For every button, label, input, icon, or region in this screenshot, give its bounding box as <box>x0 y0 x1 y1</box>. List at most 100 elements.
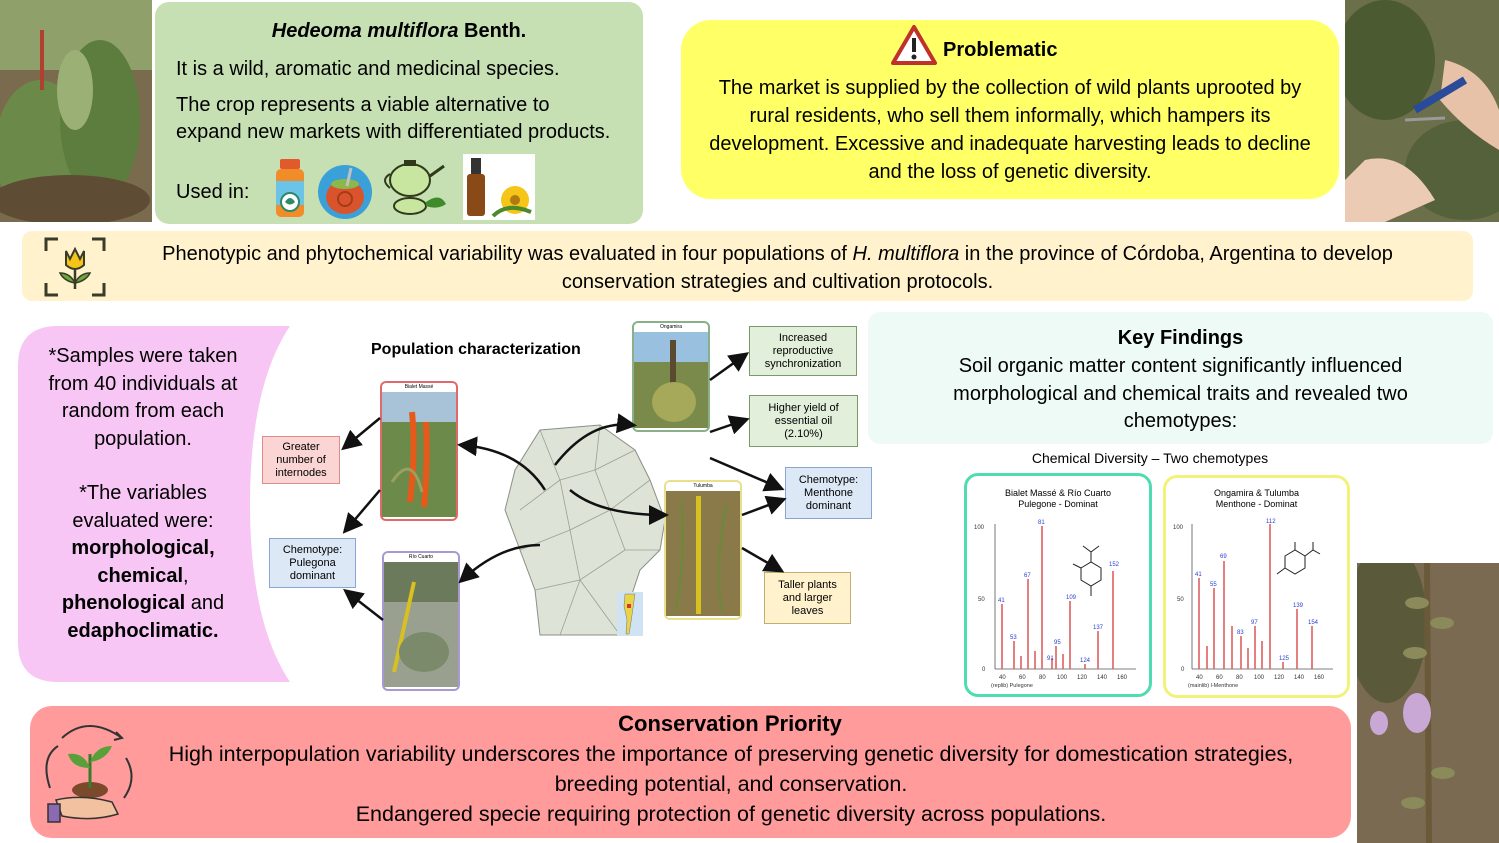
flower-photo <box>1357 563 1499 843</box>
spectrum-right-ytick-50: 50 <box>1177 597 1184 603</box>
spectrum-right-title2: Menthone - Dominat <box>1215 499 1298 509</box>
species-author: Benth. <box>458 20 527 42</box>
peak-right-154: 154 <box>1308 620 1319 626</box>
spectrum-right-xtick-40: 40 <box>1196 675 1203 681</box>
spectrum-left-title2: Pulegone - Dominat <box>1018 499 1098 509</box>
arrow-map-to-ongamira <box>554 413 637 466</box>
pulegone-structure <box>1072 545 1102 596</box>
spectrum-left-ytick-50: 50 <box>978 597 985 603</box>
warning-icon <box>891 25 937 65</box>
problematic-title: Problematic <box>943 39 1058 61</box>
peak-right-139: 139 <box>1293 603 1304 609</box>
spectrum-left-ytick-100: 100 <box>974 525 985 531</box>
methods-panel-shape <box>18 326 290 682</box>
ongamira-photo <box>634 332 708 428</box>
spectrum-right-xtick-140: 140 <box>1294 675 1305 681</box>
key-findings-text: Soil organic matter content significantl… <box>953 355 1408 432</box>
peak-left-41: 41 <box>998 598 1005 604</box>
site-card-bialet-masse: Bialet Massé <box>380 381 458 521</box>
variable-and: and <box>185 592 225 614</box>
arrow-riocuarto-to-pulegona <box>343 588 384 621</box>
spectrum-card-pulegone: Bialet Massé & Río Cuarto Pulegone - Dom… <box>964 473 1152 697</box>
conservation-box: Conservation Priority High interpopulati… <box>30 706 1351 838</box>
spectrum-left-xtick-160: 160 <box>1117 675 1128 681</box>
result-pulegona-dominant: Chemotype: Pulegona dominant <box>269 538 356 588</box>
peak-right-69: 69 <box>1220 554 1227 560</box>
chem-diversity-title: Chemical Diversity – Two chemotypes <box>1031 450 1269 466</box>
conservation-line2: Endangered specie requiring protection o… <box>355 802 1107 826</box>
site-label-ongamira: Ongamira <box>660 324 682 330</box>
spectrum-right-ytick-0: 0 <box>1181 667 1185 673</box>
conservation-line1: High interpopulation variability undersc… <box>168 742 1294 796</box>
spectrum-right-xtick-160: 160 <box>1314 675 1325 681</box>
objective-text-a: Phenotypic and phytochemical variability… <box>162 243 853 265</box>
arrow-map-to-riocuarto <box>458 543 541 584</box>
bialet-masse-photo <box>382 392 456 517</box>
plant-photo-field <box>0 0 152 222</box>
variable-chemical: chemical <box>97 564 184 587</box>
peak-right-112: 112 <box>1266 519 1276 525</box>
variable-comma: , <box>183 564 189 587</box>
species-line2: The crop represents a viable alternative… <box>176 94 611 143</box>
spectrum-right-xtick-120: 120 <box>1274 675 1285 681</box>
spectrum-left-xtick-100: 100 <box>1057 675 1068 681</box>
cordoba-map <box>504 424 666 636</box>
spectrum-right-caption: (mainlib) l-Menthone <box>1188 683 1238 689</box>
variable-edaphoclimatic: edaphoclimatic. <box>67 619 219 642</box>
site-card-rio-cuarto: Río Cuarto <box>382 551 460 691</box>
peak-right-125: 125 <box>1279 656 1290 662</box>
peak-left-95: 95 <box>1054 640 1061 646</box>
arrow-ongamira-to-synchronization <box>709 352 750 382</box>
problematic-text: The market is supplied by the collection… <box>709 77 1311 183</box>
variable-morphological: morphological, <box>71 537 215 559</box>
methods-samples: *Samples were taken from 40 individuals … <box>48 345 238 450</box>
peak-left-124: 124 <box>1080 658 1091 664</box>
site-card-tulumba: Tulumba <box>664 480 742 620</box>
species-box: Hedeoma multiflora Benth. It is a wild, … <box>155 2 643 224</box>
key-findings-title: Key Findings <box>1117 327 1244 349</box>
spectrum-left-xtick-40: 40 <box>999 675 1006 681</box>
used-in-label: Used in: <box>176 181 250 203</box>
teapot-icon <box>384 160 446 215</box>
mate-gourd-icon <box>318 165 372 219</box>
spectrum-right-title1: Ongamira & Tulumba <box>1213 488 1300 498</box>
flower-focus-icon <box>44 237 106 297</box>
arrow-ongamira-to-menthone <box>709 456 785 492</box>
result-menthone-dominant: Chemotype: Menthone dominant <box>785 467 872 519</box>
site-card-ongamira: Ongamira <box>632 321 710 432</box>
essential-oil-icon <box>463 154 535 220</box>
objective-text: Phenotypic and phytochemical variability… <box>110 240 1445 296</box>
species-name: Hedeoma multiflora <box>271 20 459 42</box>
arrow-bialet-to-pulegona <box>342 489 381 534</box>
arrow-map-to-bialet <box>457 436 547 491</box>
peak-left-67: 67 <box>1024 573 1031 579</box>
peak-left-137: 137 <box>1093 625 1104 631</box>
peak-left-91: 91 <box>1047 656 1054 662</box>
spectrum-left-ytick-0: 0 <box>982 667 986 673</box>
peak-left-109: 109 <box>1066 595 1077 601</box>
population-title: Population characterization <box>371 341 581 358</box>
spectrum-card-menthone: Ongamira & Tulumba Menthone - Dominat 10… <box>1163 475 1350 698</box>
spectrum-left-title1: Bialet Massé & Río Cuarto <box>1004 488 1112 498</box>
rio-cuarto-photo <box>384 562 458 687</box>
problematic-box: Problematic The market is supplied by th… <box>681 20 1339 199</box>
argentina-inset-map <box>617 592 643 636</box>
spectrum-right-ytick-100: 100 <box>1173 525 1184 531</box>
menthone-structure <box>1276 542 1321 575</box>
objective-species: H. multiflora <box>852 243 960 265</box>
conservation-title: Conservation Priority <box>618 711 842 736</box>
variable-phenological: phenological <box>61 592 186 614</box>
arrow-bialet-to-internodes <box>341 417 381 451</box>
arrow-tulumba-to-taller <box>741 546 785 573</box>
spectrum-left-caption: (replib) Pulegone <box>991 683 1033 689</box>
methods-text: *Samples were taken from 40 individuals … <box>38 343 248 645</box>
peak-right-97: 97 <box>1251 620 1258 626</box>
result-reproductive-synchronization: Increased reproductive synchronization <box>749 326 857 376</box>
harvest-photo <box>1345 0 1499 222</box>
seedling-hand-icon <box>45 725 133 823</box>
arrow-map-to-tulumba <box>569 489 669 525</box>
site-label-tulumba: Tulumba <box>693 483 713 489</box>
spectrum-left-xtick-140: 140 <box>1097 675 1108 681</box>
bottle-icon <box>276 159 304 217</box>
